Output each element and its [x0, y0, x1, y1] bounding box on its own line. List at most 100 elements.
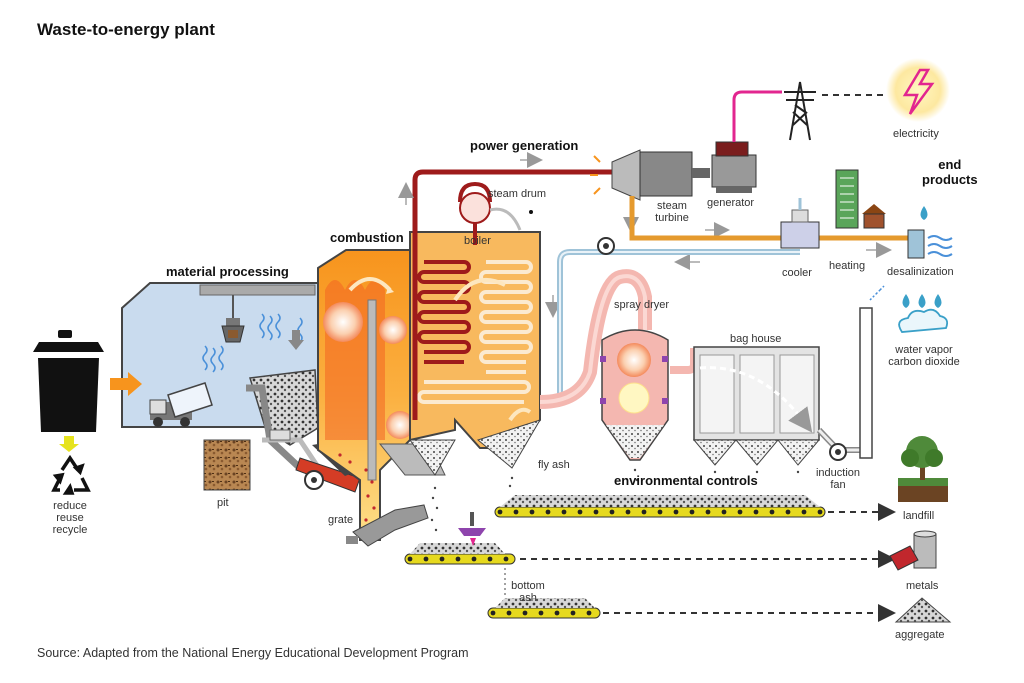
water-drop-icons — [902, 294, 942, 308]
tree-icon — [898, 436, 948, 502]
conveyor-roller — [609, 509, 615, 515]
label-boiler: boiler — [464, 235, 491, 247]
drop-arrow — [288, 330, 304, 350]
cloud-icon — [898, 308, 949, 333]
conveyor-roller — [673, 509, 679, 515]
trash-can-icon — [33, 330, 104, 432]
conveyor-roller — [769, 509, 775, 515]
conveyor-roller — [657, 509, 663, 515]
bottom-ash-line-1: bottom — [511, 580, 545, 592]
heat-waves — [202, 313, 303, 373]
label-aggregate: aggregate — [895, 629, 945, 641]
bottom-ash-line-2: ash — [519, 592, 537, 604]
conveyor-rollers — [407, 509, 823, 616]
truck-icon — [149, 382, 213, 427]
conveyor-roller — [641, 509, 647, 515]
conveyor-roller — [538, 610, 544, 616]
fan-line-1: induction — [815, 467, 861, 479]
vapor-line-2: carbon dioxide — [888, 356, 960, 368]
label-reduce-reuse-recycle: reduce reuse recycle — [48, 500, 92, 536]
cooler — [780, 198, 820, 249]
conveyor-bottom-ash — [404, 543, 516, 565]
label-metals: metals — [906, 580, 939, 592]
conveyor-roller — [529, 509, 535, 515]
aggregate-icon — [894, 597, 952, 623]
steam-turbine — [590, 149, 710, 234]
conveyor-roller — [506, 610, 512, 616]
conveyor-roller — [785, 509, 791, 515]
label-generator: generator — [707, 197, 755, 209]
water-drop-icon — [920, 206, 928, 220]
spray-dryer — [539, 269, 669, 461]
down-arrow-icon — [59, 436, 79, 452]
conveyor-roller — [737, 509, 743, 515]
source-caption: Source: Adapted from the National Energy… — [37, 646, 469, 660]
waste-in-arrow — [110, 372, 142, 396]
page-title: Waste-to-energy plant — [37, 20, 215, 39]
falling-ash — [430, 468, 800, 532]
conveyor-roller — [817, 509, 823, 515]
desalinization-unit — [907, 229, 953, 259]
conveyor-roller — [561, 509, 567, 515]
vapor-line-1: water vapor — [895, 344, 953, 356]
label-environmental-controls: environmental controls — [614, 473, 758, 488]
lightning-icon — [886, 58, 950, 122]
boiler — [409, 231, 542, 476]
label-cooler: cooler — [782, 267, 812, 279]
label-end-products: end products — [922, 157, 978, 187]
label-fly-ash: fly ash — [538, 459, 570, 471]
recycle-line-1: reduce — [53, 500, 87, 512]
recycle-line-2: reuse — [56, 512, 84, 524]
conveyor-roller — [593, 509, 599, 515]
label-combustion: combustion — [330, 230, 404, 245]
end-products-line-2: products — [922, 172, 978, 187]
conveyor-roller — [625, 509, 631, 515]
conveyor-roller — [577, 509, 583, 515]
conveyor-roller — [503, 556, 509, 562]
heating-buildings — [835, 169, 886, 229]
conveyor-roller — [586, 610, 592, 616]
label-pit: pit — [217, 497, 229, 509]
conveyor-roller — [689, 509, 695, 515]
crane-claw-icon — [221, 318, 245, 343]
label-bottom-ash: bottom ash — [510, 580, 546, 604]
steam-drum — [459, 192, 491, 224]
label-power-generation: power generation — [470, 138, 579, 153]
bag-house — [670, 346, 821, 466]
steam-pipe — [412, 169, 615, 420]
label-steam-turbine: steam turbine — [652, 200, 692, 224]
conveyor-roller — [439, 556, 445, 562]
turbine-line-2: turbine — [655, 212, 689, 224]
conveyor-roller — [471, 556, 477, 562]
conveyor-roller — [705, 509, 711, 515]
end-products-line-1: end — [938, 157, 962, 172]
feed-hopper — [246, 369, 323, 472]
conveyor-roller — [487, 556, 493, 562]
exhaust-duct — [816, 318, 867, 453]
combustion-furnace — [317, 249, 414, 541]
conveyor-roller — [753, 509, 759, 515]
label-steam-drum: steam drum — [488, 188, 547, 200]
conveyor-roller — [513, 509, 519, 515]
conveyor-roller — [455, 556, 461, 562]
label-desalinization: desalinization — [887, 266, 954, 278]
label-material-processing: material processing — [166, 264, 289, 279]
label-landfill: landfill — [903, 510, 935, 522]
label-bag-house: bag house — [730, 333, 782, 345]
conveyor-roller — [423, 556, 429, 562]
pit — [203, 439, 251, 491]
magnet-icon — [458, 512, 486, 546]
conveyor-roller — [554, 610, 560, 616]
label-induction-fan: induction fan — [813, 467, 863, 491]
hot-water-pipe — [629, 232, 910, 241]
conveyor-roller — [570, 610, 576, 616]
turbine-line-1: steam — [657, 200, 687, 212]
smoke-stack — [859, 307, 873, 459]
generator — [711, 141, 757, 193]
conveyor-roller — [545, 509, 551, 515]
recycle-icon — [51, 454, 91, 495]
electric-wire — [732, 90, 782, 142]
power-tower-icon — [784, 81, 816, 141]
